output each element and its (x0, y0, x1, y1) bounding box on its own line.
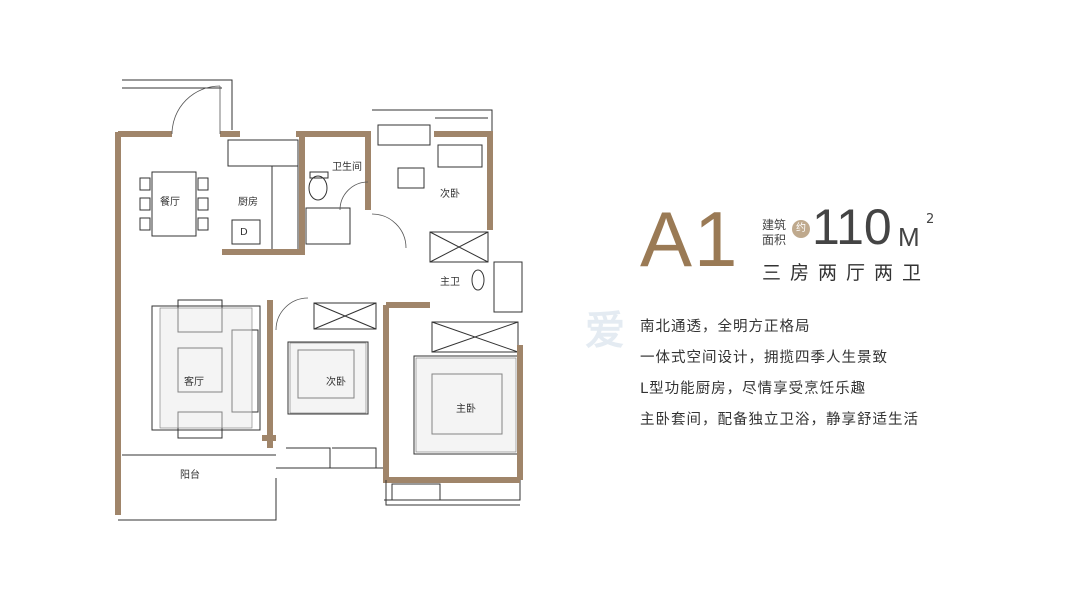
feature-item: L型功能厨房，尽情享受烹饪乐趣 (640, 381, 867, 397)
room-label-master-bedroom: 主卧 (456, 402, 476, 415)
room-label-master-bath: 主卫 (440, 276, 460, 288)
room-label-second-bedroom-mid: 次卧 (326, 375, 346, 388)
layout-summary: 三房两厅两卫 (762, 262, 931, 284)
area-superscript: 2 (926, 212, 935, 227)
area-caption-line2: 面积 (762, 233, 787, 247)
room-label-living: 客厅 (184, 375, 204, 388)
area-caption-line1: 建筑 (762, 218, 787, 232)
feature-list: 南北通透，全明方正格局 一体式空间设计，拥揽四季人生景致 L型功能厨房，尽情享受… (640, 316, 919, 440)
watermark-text: 爱 (585, 308, 627, 354)
room-label-second-bedroom-top: 次卧 (440, 187, 460, 200)
feature-item: 一体式空间设计，拥揽四季人生景致 (640, 350, 888, 366)
area-unit: M (898, 222, 920, 252)
feature-item: 南北通透，全明方正格局 (640, 319, 811, 335)
room-label-dining: 餐厅 (160, 195, 180, 208)
room-label-kitchen: 厨房 (238, 195, 258, 208)
unit-code: A1 (640, 195, 740, 283)
area-caption: 建筑 面积 (762, 218, 792, 248)
room-label-bathroom: 卫生间 (332, 160, 362, 173)
approx-badge: 约 (792, 220, 810, 238)
feature-item: 主卧套间，配备独立卫浴，静享舒适生活 (640, 412, 919, 428)
kitchen-appliance-letter: D (240, 227, 248, 238)
room-label-balcony: 阳台 (180, 468, 200, 481)
area-value: 110 (812, 199, 892, 255)
